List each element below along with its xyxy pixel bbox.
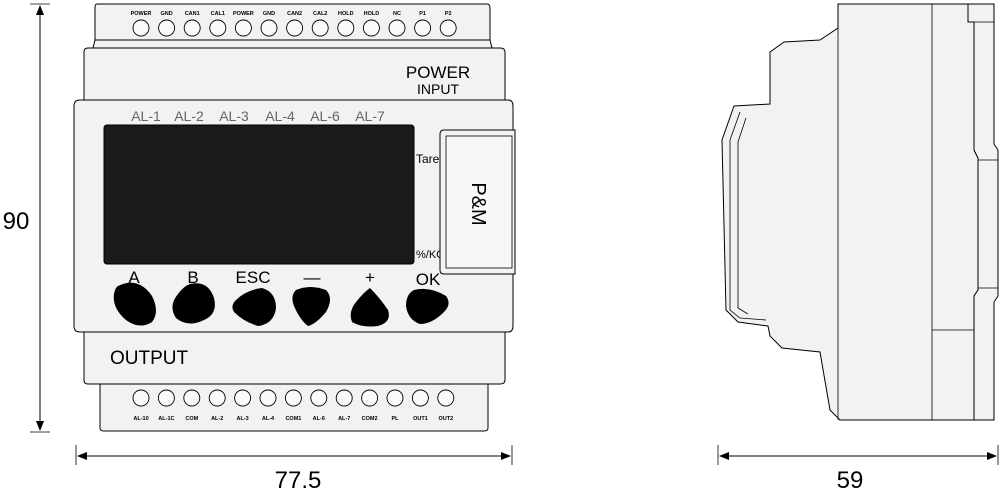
bottom-terminal-label: COM1 — [285, 416, 301, 422]
top-terminal-label: P2 — [445, 11, 452, 17]
bottom-terminal-screw — [183, 389, 201, 407]
alarm-label: AL-2 — [174, 108, 204, 124]
top-terminal-screw — [183, 19, 201, 37]
top-terminal-screw — [158, 19, 176, 37]
top-terminal-screw — [439, 19, 457, 37]
bottom-terminal-label: AL-1C — [158, 416, 174, 422]
bottom-terminal-label: AL-6 — [313, 416, 325, 422]
bottom-terminal-labels: AL-10 AL-1C COM AL-2 AL-3 AL-4 COM1 AL-6 AL-7 COM… — [133, 416, 453, 422]
front-width-label: 77.5 — [275, 467, 322, 490]
top-terminal-screw — [362, 19, 380, 37]
key-label-a: A — [128, 268, 140, 287]
key-label-minus: — — [304, 268, 321, 287]
bottom-terminal-label: COM2 — [362, 416, 378, 422]
unit-label: %/KG — [416, 249, 445, 261]
top-terminal-screw — [414, 19, 432, 37]
alarm-label: AL-6 — [310, 108, 340, 124]
bottom-terminal-screw — [386, 389, 404, 407]
tare-label: Tare — [416, 152, 440, 166]
output-label: OUTPUT — [110, 348, 189, 369]
key-label-ok: OK — [416, 270, 441, 289]
key-label-b: B — [187, 268, 198, 287]
power-label: POWER — [406, 63, 470, 82]
bottom-terminal-screw — [361, 389, 379, 407]
height-dimension: 90 — [3, 3, 50, 433]
top-terminal-screw — [311, 19, 329, 37]
side-width-dimension: 59 — [717, 445, 999, 490]
brand-label: P&M — [467, 182, 489, 225]
top-terminal-label: GND — [263, 11, 275, 17]
key-plus-button[interactable] — [350, 288, 389, 327]
bottom-terminal-screw — [157, 389, 175, 407]
bottom-terminal-screw — [310, 389, 328, 407]
alarm-label: AL-1 — [131, 108, 161, 124]
bottom-terminal-label: AL-10 — [133, 416, 148, 422]
top-terminal-screw — [286, 19, 304, 37]
bottom-terminal-label: COM — [185, 416, 198, 422]
bottom-terminal-screw — [284, 389, 302, 407]
top-terminal-label: CAL1 — [211, 11, 225, 17]
top-terminal-label: POWER — [131, 11, 152, 17]
lcd-display — [103, 124, 415, 265]
key-label-esc: ESC — [236, 268, 271, 287]
bottom-terminal-label: PL — [391, 416, 399, 422]
bottom-terminal-label: AL-3 — [236, 416, 248, 422]
bottom-terminal-label: AL-7 — [338, 416, 350, 422]
top-terminal-label: GND — [160, 11, 172, 17]
input-label: INPUT — [417, 81, 459, 97]
top-terminal-screw — [209, 19, 227, 37]
bottom-terminal-label: AL-4 — [262, 416, 275, 422]
bottom-terminal-screw — [437, 389, 455, 407]
top-terminal-circles — [132, 19, 457, 37]
alarm-label: AL-3 — [219, 108, 249, 124]
top-terminal-screw — [234, 19, 252, 37]
bottom-terminal-circles — [132, 389, 455, 407]
top-terminal-labels: POWER GND CAN1 CAL1 POWER GND CAN2 CAL2 HOLD HOLD… — [131, 11, 452, 17]
front-width-dimension: 77.5 — [75, 445, 513, 490]
alarm-label: AL-4 — [265, 108, 295, 124]
bottom-terminal-label: OUT2 — [438, 416, 453, 422]
key-esc-button[interactable] — [232, 288, 276, 326]
top-ridge — [92, 39, 493, 49]
bottom-terminal-screw — [208, 389, 226, 407]
side-width-label: 59 — [837, 467, 864, 490]
top-terminal-screw — [388, 19, 406, 37]
top-terminal-label: NC — [393, 11, 401, 17]
key-a-button[interactable] — [113, 282, 156, 326]
top-terminal-screw — [260, 19, 278, 37]
top-terminal-screw — [337, 19, 355, 37]
din-rail-clip — [967, 3, 999, 421]
key-label-plus: + — [365, 268, 375, 287]
top-terminal-label: CAL2 — [313, 11, 327, 17]
top-terminal-screw — [132, 19, 150, 37]
bottom-terminal-screw — [259, 389, 277, 407]
bottom-terminal-screw — [411, 389, 429, 407]
bottom-terminal-label: OUT1 — [413, 416, 428, 422]
top-terminal-label: HOLD — [338, 11, 354, 17]
top-terminal-label: CAN1 — [185, 11, 200, 17]
height-label: 90 — [3, 208, 30, 235]
alarm-label: AL-7 — [355, 108, 385, 124]
top-terminal-label: P1 — [419, 11, 426, 17]
side-view — [721, 3, 999, 421]
bottom-terminal-label: AL-2 — [211, 416, 223, 422]
brand-plate-inner — [445, 135, 513, 269]
lower-housing — [83, 331, 506, 385]
top-terminal-label: CAN2 — [287, 11, 302, 17]
bottom-terminal-screw — [335, 389, 353, 407]
top-terminal-label: POWER — [233, 11, 254, 17]
key-b-button[interactable] — [172, 283, 215, 324]
bottom-terminal-screw — [132, 389, 150, 407]
side-body — [721, 3, 979, 421]
key-minus-button[interactable] — [292, 287, 330, 326]
bottom-terminal-screw — [234, 389, 252, 407]
top-terminal-label: HOLD — [364, 11, 380, 17]
key-ok-button[interactable] — [406, 288, 449, 324]
